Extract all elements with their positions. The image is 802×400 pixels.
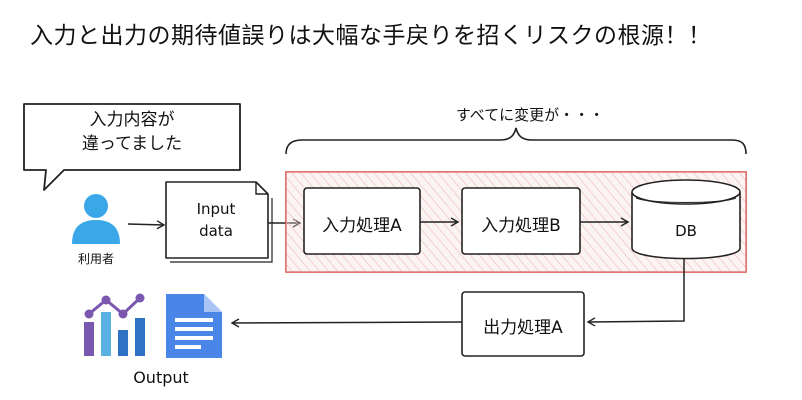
speech-line-2: 違ってました (81, 134, 183, 154)
output-label: Output (133, 368, 189, 387)
speech-bubble-text: 入力内容が 違ってました (24, 108, 240, 156)
process-b-label: 入力処理B (481, 216, 561, 236)
process-a-label: 入力処理A (322, 216, 402, 236)
arrow-user-to-input (127, 220, 166, 230)
chart-icon (84, 293, 145, 356)
input-doc-text: Input data (166, 198, 266, 242)
output-process-box (461, 291, 585, 357)
process-b-box (461, 187, 581, 255)
arrow-db-to-output-process (586, 258, 685, 327)
process-a-box (303, 187, 421, 255)
change-note: すべてに変更が・・・ (455, 106, 605, 124)
arrow-to-output (230, 318, 463, 328)
curly-brace (285, 127, 747, 155)
input-doc-line-1: Input (196, 200, 236, 218)
user-label: 利用者 (77, 252, 114, 266)
speech-line-1: 入力内容が (89, 110, 175, 130)
output-process-label: 出力処理A (483, 318, 563, 338)
speech-bubble (23, 103, 241, 191)
document-icon (166, 294, 222, 358)
input-doc-line-2: data (199, 222, 233, 240)
input-data-document (165, 181, 273, 263)
db-label: DB (675, 222, 697, 240)
page-title: 入力と出力の期待値誤りは大幅な手戻りを招くリスクの根源！！ (30, 23, 712, 49)
database-cylinder (631, 179, 741, 260)
user-icon (72, 194, 120, 244)
